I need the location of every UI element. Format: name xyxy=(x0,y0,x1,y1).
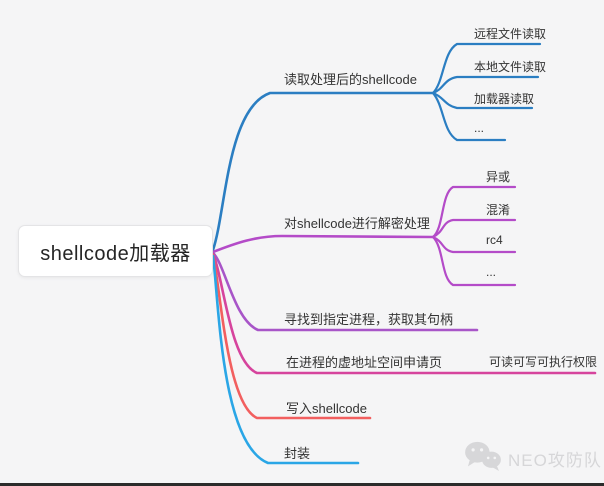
child-curve xyxy=(431,218,517,239)
child-node-obfuscation[interactable]: 混淆 xyxy=(486,203,511,217)
child-curve xyxy=(431,185,517,239)
branch-node-decrypt-shellcode[interactable]: 对shellcode进行解密处理 xyxy=(284,216,430,231)
bottom-edge xyxy=(0,483,604,486)
child-curve xyxy=(431,91,534,110)
child-node-read-more[interactable]: ... xyxy=(474,121,485,135)
branch-node-write-shellcode[interactable]: 写入shellcode xyxy=(286,401,367,416)
child-curve xyxy=(431,91,507,142)
branch-curve xyxy=(211,234,435,254)
child-node-local-file-read[interactable]: 本地文件读取 xyxy=(474,60,547,74)
root-node[interactable]: shellcode加载器 xyxy=(18,225,213,277)
child-curve xyxy=(431,235,517,254)
branch-node-read-shellcode[interactable]: 读取处理后的shellcode xyxy=(284,72,417,87)
child-node-decrypt-more[interactable]: ... xyxy=(486,265,497,279)
branch-curve xyxy=(211,253,372,420)
branch-curve xyxy=(211,251,479,332)
branch-node-encapsulate[interactable]: 封装 xyxy=(284,446,311,461)
child-curve xyxy=(431,235,517,287)
branch-node-alloc-page[interactable]: 在进程的虚地址空间申请页 xyxy=(286,355,443,370)
child-curve xyxy=(431,42,542,95)
child-node-rwx-permission[interactable]: 可读可写可执行权限 xyxy=(489,355,598,369)
watermark-text: NEO攻防队 xyxy=(508,451,602,470)
branch-curve xyxy=(211,252,597,375)
child-node-remote-file-read[interactable]: 远程文件读取 xyxy=(474,27,547,41)
child-node-rc4[interactable]: rc4 xyxy=(486,233,503,247)
wechat-icon xyxy=(464,440,502,477)
branch-node-find-process[interactable]: 寻找到指定进程，获取其句柄 xyxy=(284,312,454,327)
child-node-loader-read[interactable]: 加载器读取 xyxy=(474,92,535,106)
branch-curve xyxy=(211,254,360,465)
child-node-xor[interactable]: 异或 xyxy=(486,170,511,184)
watermark: NEO攻防队 xyxy=(464,440,602,477)
branch-curve xyxy=(211,91,435,252)
child-curve xyxy=(431,75,540,95)
